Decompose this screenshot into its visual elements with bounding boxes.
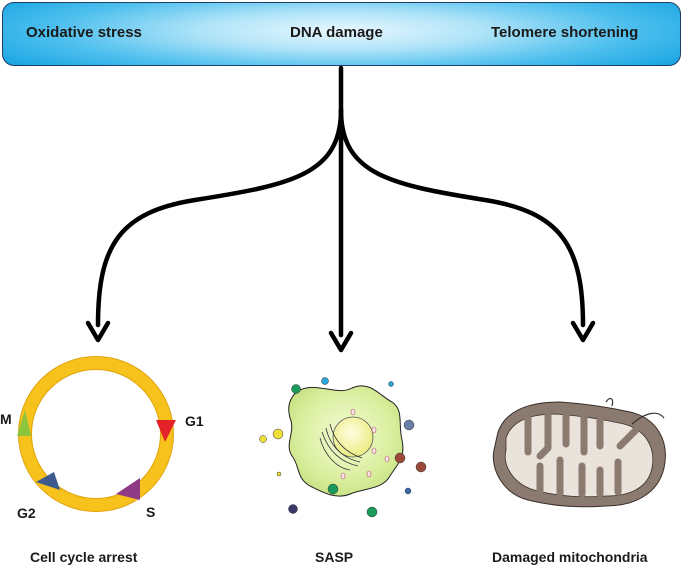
cause-oxidative-stress: Oxidative stress <box>26 24 142 41</box>
cell-cycle-diagram: M G1 S G2 <box>0 356 204 521</box>
phase-arrow-m <box>17 410 31 436</box>
cause-telomere-shortening: Telomere shortening <box>491 24 639 41</box>
arrow-to-cell-cycle <box>95 65 344 328</box>
arrowhead-sasp <box>328 330 354 353</box>
arrowhead-mitochondria <box>570 320 596 343</box>
effect-damaged-mitochondria: Damaged mitochondria <box>492 549 648 565</box>
phase-label-s: S <box>146 504 155 520</box>
cristae <box>524 412 640 498</box>
phase-arrow-g2 <box>36 472 60 490</box>
phase-label-g2: G2 <box>17 505 36 521</box>
arrowhead-cell-cycle <box>85 320 111 343</box>
branch-arrows <box>95 65 586 338</box>
cause-dna-damage: DNA damage <box>290 24 383 41</box>
mitochondrion-tear <box>605 397 665 425</box>
arrowheads <box>85 320 596 353</box>
sasp-cell <box>259 377 427 518</box>
phase-label-g1: G1 <box>185 413 204 429</box>
arrow-to-mitochondria <box>338 107 586 328</box>
organelle-lines <box>319 423 363 471</box>
phase-arrow-s <box>116 478 140 500</box>
secreted-factors <box>259 377 427 518</box>
phase-label-m: M <box>0 411 12 427</box>
effect-cell-cycle-arrest: Cell cycle arrest <box>30 549 138 565</box>
phase-arrow-g1 <box>156 420 176 442</box>
effect-sasp: SASP <box>315 549 354 565</box>
causes-banner <box>2 2 681 66</box>
nucleus <box>332 416 374 458</box>
vesicles <box>340 408 390 480</box>
damaged-mitochondrion <box>492 397 666 508</box>
